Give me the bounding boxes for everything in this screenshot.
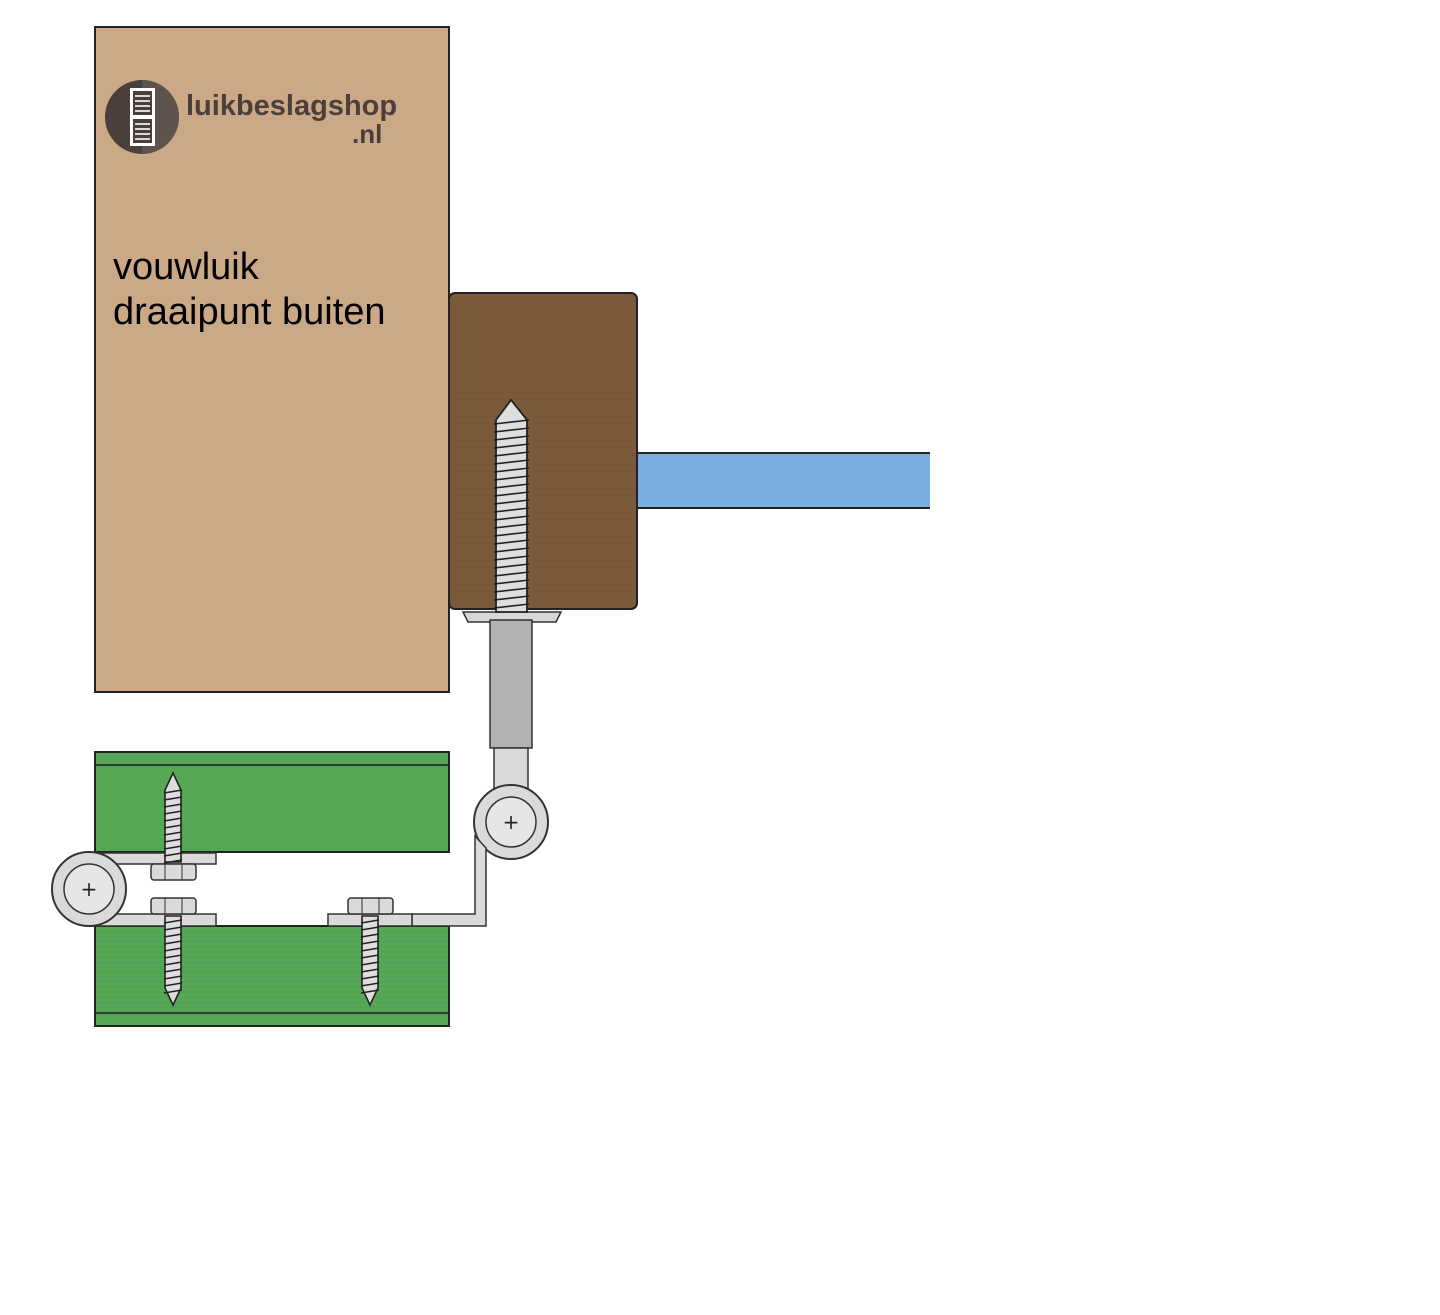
thread-line xyxy=(163,982,183,987)
thread-line xyxy=(493,523,530,529)
thread-line xyxy=(493,491,530,497)
thread-line xyxy=(493,555,530,561)
thread-line xyxy=(360,940,380,945)
label-vouwluik: vouwluik xyxy=(113,246,260,288)
thread-line xyxy=(493,467,530,473)
screw-bottom-right xyxy=(347,897,394,1007)
thread-line xyxy=(163,933,183,938)
logo-wordmark: luikbeslagshop xyxy=(186,90,397,122)
thread-line xyxy=(493,451,530,457)
thread-line xyxy=(493,563,530,569)
thread-line xyxy=(163,940,183,945)
thread-line xyxy=(163,789,183,794)
eye-pivot: + xyxy=(473,747,549,860)
thread-line xyxy=(493,483,530,489)
thread-line xyxy=(493,531,530,537)
folding-shutter-top xyxy=(94,751,450,853)
thread-line xyxy=(493,603,530,609)
thread-line xyxy=(493,507,530,513)
thread-line xyxy=(360,968,380,973)
thread-line xyxy=(163,817,183,822)
left-hinge: + xyxy=(51,851,217,927)
thread-line xyxy=(360,954,380,959)
thread-line xyxy=(163,968,183,973)
thread-line xyxy=(493,587,530,593)
logo: luikbeslagshop .nl xyxy=(105,80,397,154)
thread-line xyxy=(163,961,183,966)
shutter-icon xyxy=(105,80,179,154)
thread-line xyxy=(163,919,183,924)
label-draaipunt: draaipunt buiten xyxy=(113,291,386,333)
thread-line xyxy=(163,796,183,801)
window-frame xyxy=(448,292,638,610)
thread-line xyxy=(163,824,183,829)
thread-line xyxy=(493,515,530,521)
thread-line xyxy=(360,989,380,994)
lag-screw xyxy=(461,398,563,749)
thread-line xyxy=(163,810,183,815)
thread-line xyxy=(163,831,183,836)
thread-line xyxy=(163,947,183,952)
thread-line xyxy=(163,975,183,980)
thread-line xyxy=(163,989,183,994)
thread-line xyxy=(493,443,530,449)
thread-line xyxy=(163,926,183,931)
thread-line xyxy=(493,435,530,441)
thread-line xyxy=(360,947,380,952)
thread-line xyxy=(493,595,530,601)
thread-line xyxy=(493,547,530,553)
thread-line xyxy=(163,954,183,959)
thread-line xyxy=(493,475,530,481)
pivot-plus-left: + xyxy=(81,877,98,901)
thread-line xyxy=(360,982,380,987)
thread-line xyxy=(163,845,183,850)
thread-line xyxy=(493,499,530,505)
thread-line xyxy=(493,579,530,585)
pivot-plus-right: + xyxy=(503,810,520,834)
screw-bottom-left xyxy=(150,897,197,1007)
thread-line xyxy=(360,975,380,980)
window-glass xyxy=(637,452,930,509)
screw-top-left xyxy=(150,771,197,881)
folding-shutter-bottom xyxy=(94,925,450,1027)
thread-line xyxy=(163,803,183,808)
thread-line xyxy=(493,419,530,425)
logo-domain: .nl xyxy=(352,119,382,149)
thread-line xyxy=(360,933,380,938)
thread-line xyxy=(360,919,380,924)
thread-line xyxy=(493,459,530,465)
thread-line xyxy=(493,539,530,545)
thread-line xyxy=(163,859,183,864)
thread-line xyxy=(493,571,530,577)
thread-line xyxy=(360,926,380,931)
thread-line xyxy=(360,961,380,966)
thread-line xyxy=(163,838,183,843)
thread-line xyxy=(163,852,183,857)
thread-line xyxy=(493,427,530,433)
